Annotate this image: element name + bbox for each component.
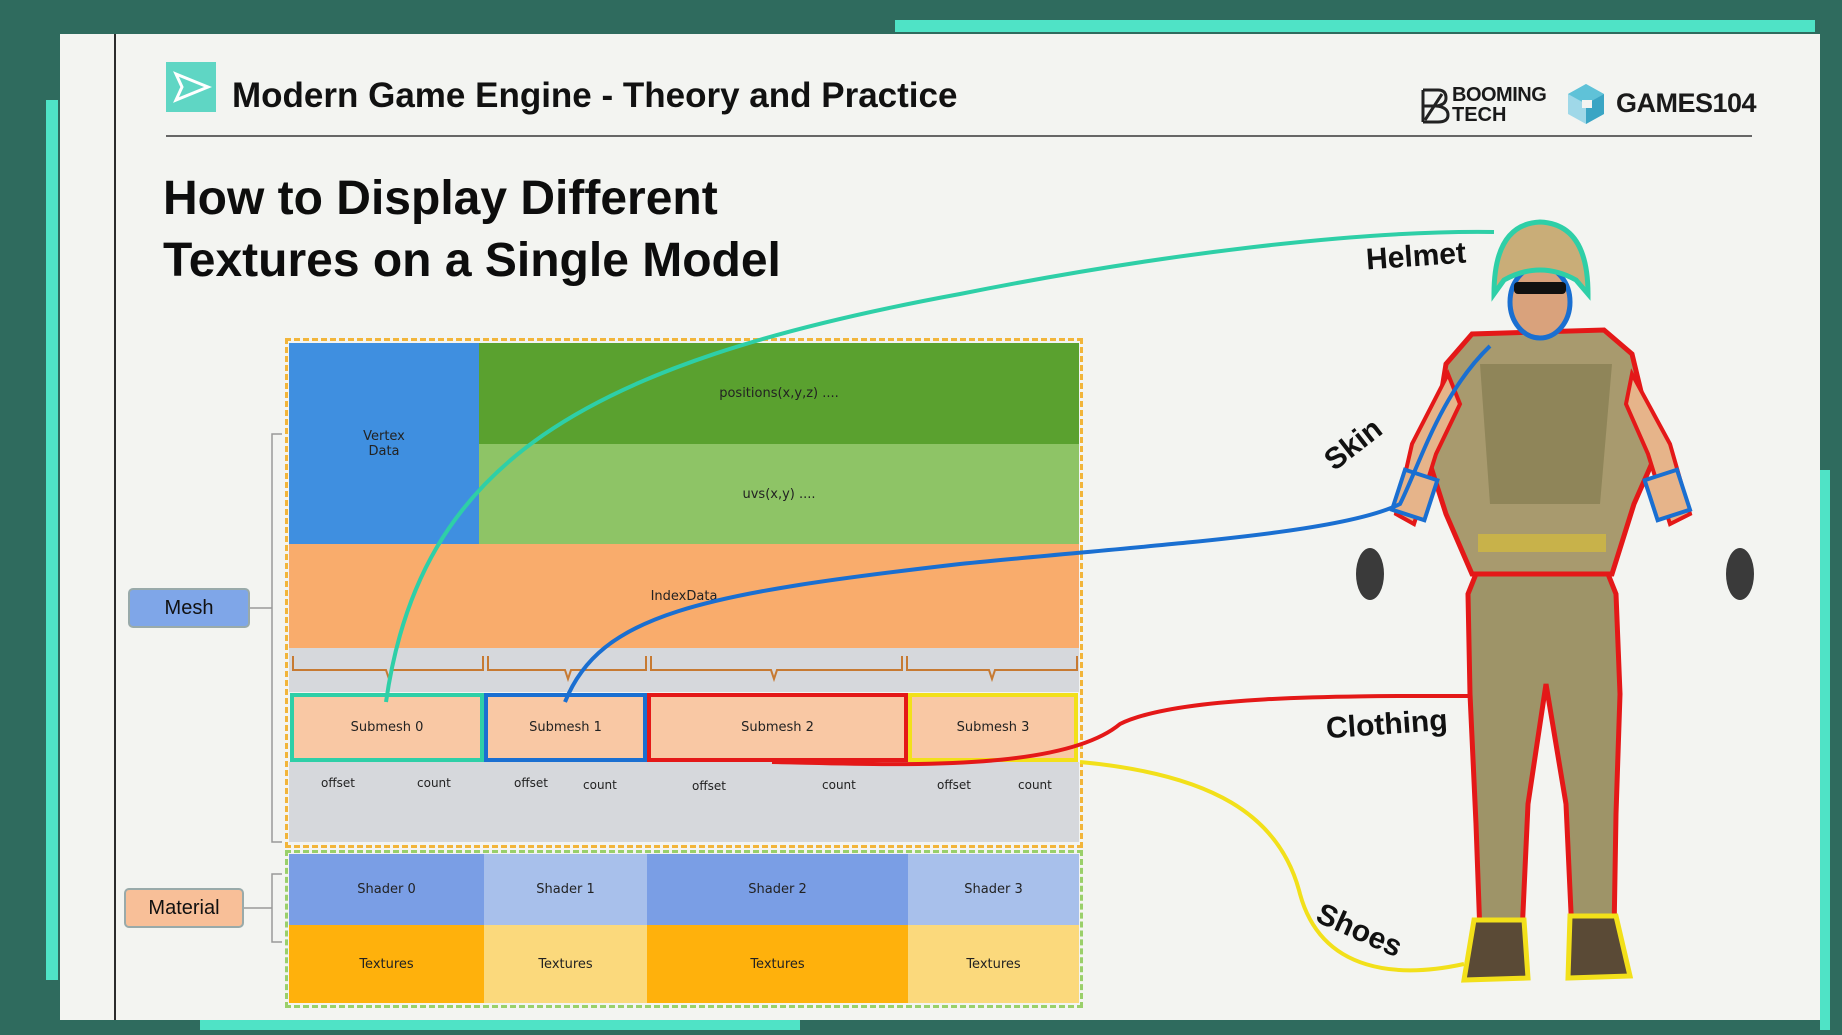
submesh-1: Submesh 1	[484, 693, 647, 762]
helmet-connector	[384, 229, 1495, 703]
positions-block: positions(x,y,z) ....	[479, 343, 1079, 444]
soldier-vest	[1480, 364, 1612, 504]
vertex-data-line1: Vertex	[363, 428, 405, 444]
submesh0-offset: offset	[321, 776, 355, 790]
uvs-block: uvs(x,y) ....	[479, 444, 1079, 544]
games104-logo-text: GAMES104	[1616, 88, 1757, 118]
submesh-0: Submesh 0	[290, 693, 484, 762]
left-forearm-skin	[1389, 467, 1440, 523]
slide: Modern Game Engine - Theory and Practice…	[60, 34, 1820, 1020]
slide-margin-rule	[114, 34, 116, 1020]
soldier-face	[1507, 263, 1573, 341]
shader-2: Shader 2	[647, 854, 908, 925]
accent-bar-bottom	[200, 1020, 800, 1030]
submesh-2: Submesh 2	[647, 693, 908, 762]
helmet-label: Helmet	[1364, 236, 1468, 277]
mesh-frame	[285, 338, 1083, 848]
mesh-tag: Mesh	[128, 588, 250, 628]
textures-3: Textures	[908, 925, 1079, 1003]
right-boot	[1565, 913, 1634, 981]
skin-connector	[563, 344, 1492, 703]
left-boot	[1461, 917, 1531, 983]
shader-0: Shader 0	[289, 854, 484, 925]
textures-0: Textures	[289, 925, 484, 1003]
submesh1-offset: offset	[514, 776, 548, 790]
left-glove	[1356, 548, 1384, 600]
textures-1: Textures	[484, 925, 647, 1003]
header-divider	[166, 135, 1752, 137]
submesh3-offset: offset	[937, 778, 971, 792]
brace-submesh2	[650, 656, 903, 683]
slide-title-line2: Textures on a Single Model	[163, 234, 781, 287]
booming-tech-logo: BOOMING TECH	[1420, 82, 1560, 132]
submesh3-count: count	[1018, 778, 1052, 792]
material-tag: Material	[124, 888, 244, 928]
brace-submesh1	[487, 656, 647, 683]
right-forearm-skin	[1642, 467, 1693, 523]
course-logo-icon	[166, 62, 216, 112]
shader-1: Shader 1	[484, 854, 647, 925]
clothing-connector	[771, 693, 1473, 767]
course-title: Modern Game Engine - Theory and Practice	[232, 76, 958, 115]
accent-bar-right	[1820, 470, 1830, 1030]
submesh2-offset: offset	[692, 779, 726, 793]
soldier-sunglasses	[1514, 282, 1566, 294]
right-glove	[1726, 548, 1754, 600]
accent-bar-left	[46, 100, 58, 980]
shader-3: Shader 3	[908, 854, 1079, 925]
index-data-block: IndexData	[289, 544, 1079, 648]
mesh-bracket	[250, 433, 282, 843]
shoes-connector	[1079, 760, 1465, 973]
slide-title-line1: How to Display Different	[163, 172, 718, 225]
submesh0-count: count	[417, 776, 451, 790]
soldier-belt	[1478, 534, 1606, 552]
soldier-figure	[384, 219, 1754, 983]
soldier-legs	[1465, 551, 1623, 937]
soldier-helmet	[1491, 219, 1591, 302]
material-bracket	[244, 873, 282, 943]
submesh2-count: count	[822, 778, 856, 792]
material-frame	[285, 850, 1083, 1008]
vertex-data-line2: Data	[368, 443, 400, 459]
submesh1-count: count	[583, 778, 617, 792]
slide-title: How to Display Different Textures on a S…	[163, 168, 781, 292]
side-brackets	[244, 433, 282, 943]
booming-logo-line1: BOOMING	[1452, 84, 1547, 106]
booming-logo-icon	[1421, 88, 1450, 124]
brace-submesh3	[906, 656, 1078, 683]
booming-logo-line2: TECH	[1452, 104, 1507, 126]
offset-count-strip	[289, 762, 1079, 842]
textures-2: Textures	[647, 925, 908, 1003]
vertex-data-block: Vertex Data	[289, 343, 479, 544]
accent-bar-top	[895, 20, 1815, 32]
games104-logo-icon	[1568, 84, 1604, 124]
